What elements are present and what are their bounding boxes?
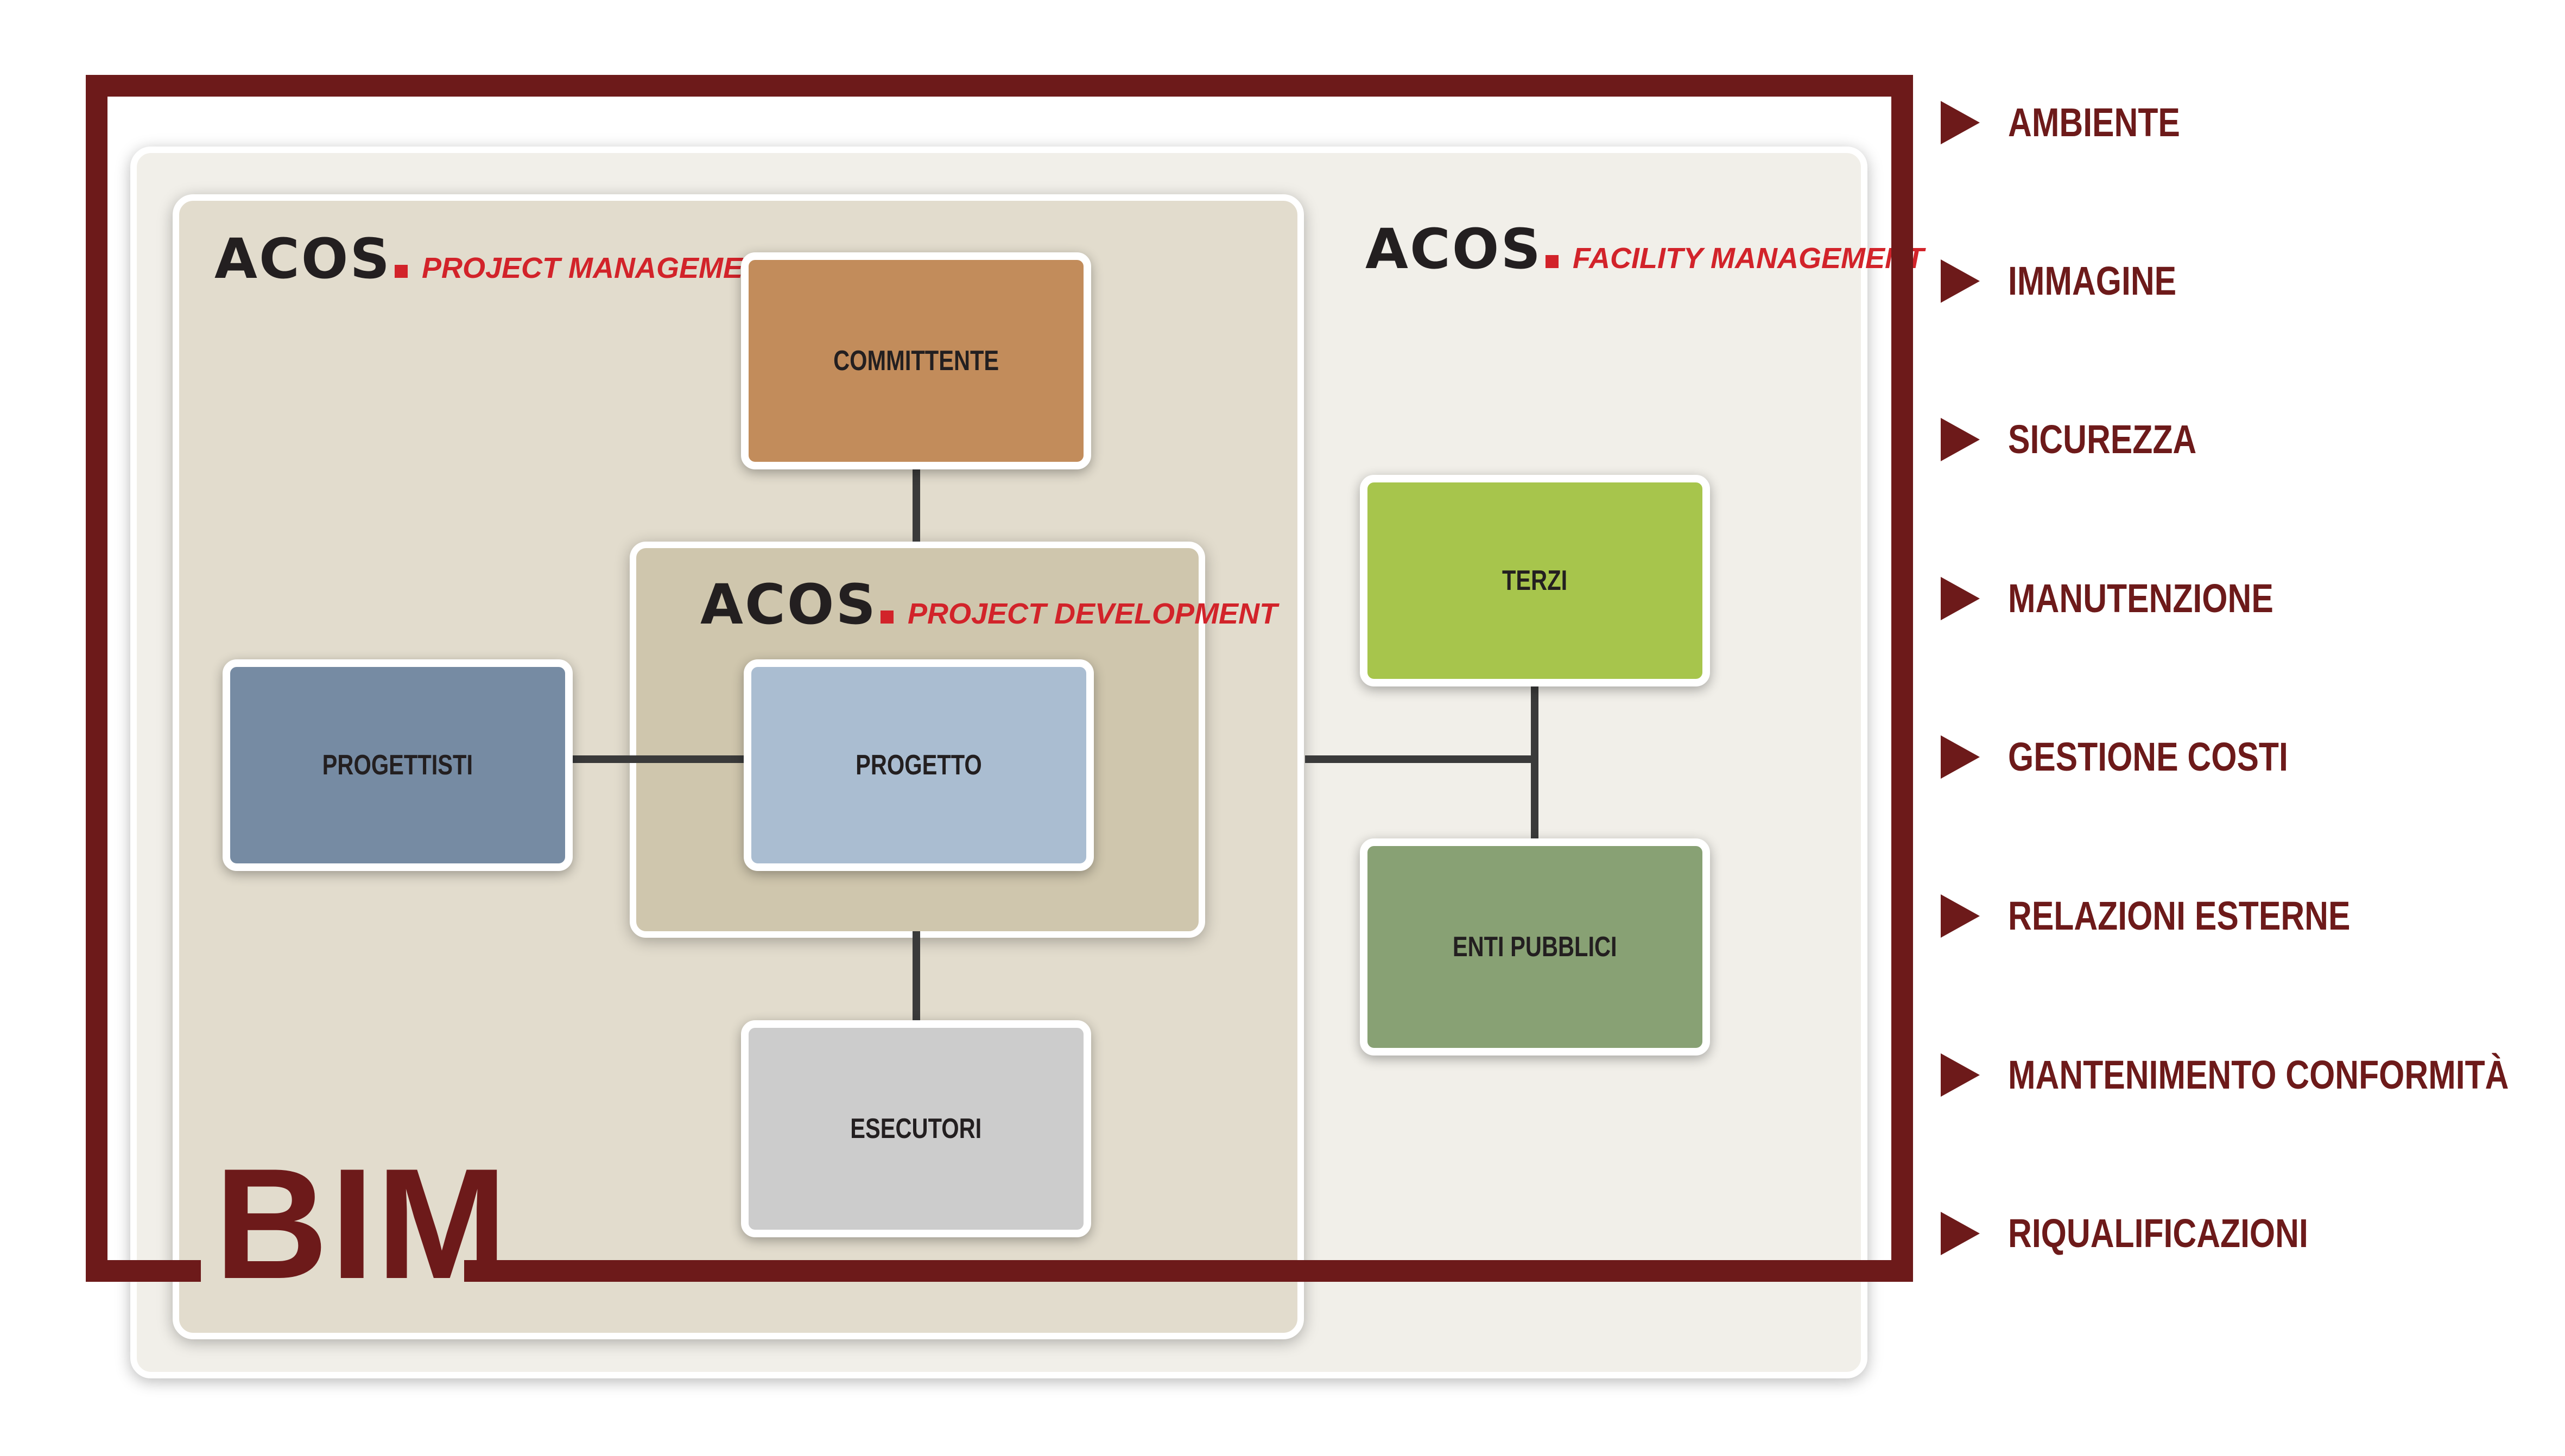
bim-label: BIM <box>214 1136 510 1312</box>
bim-frame-bottom-right <box>464 1260 1913 1282</box>
triangle-arrow-icon <box>1941 894 1980 938</box>
benefit-label: RELAZIONI ESTERNE <box>2008 893 2351 938</box>
facility-management-subtitle: FACILITY MANAGEMENT <box>1572 242 1924 275</box>
connector-progettisti <box>569 755 750 763</box>
triangle-arrow-icon <box>1941 417 1980 461</box>
acos-dot <box>1545 255 1559 268</box>
acos-brand: ACOS <box>700 573 877 637</box>
benefit-item-sicurezza: SICUREZZA <box>1941 416 2238 462</box>
benefit-label: IMMAGINE <box>2008 258 2177 303</box>
benefit-item-mantenimento-conformita: MANTENIMENTO CONFORMITÀ <box>1941 1052 2565 1098</box>
benefit-label: MANUTENZIONE <box>2008 576 2273 621</box>
benefit-item-riqualificazioni: RIQUALIFICAZIONI <box>1941 1210 2374 1256</box>
benefit-label: GESTIONE COSTI <box>2008 734 2288 779</box>
terzi-node: TERZI <box>1360 475 1710 686</box>
benefit-item-relazioni-esterne: RELAZIONI ESTERNE <box>1941 893 2425 939</box>
progetto-node: PROGETTO <box>744 659 1094 871</box>
committente-label: COMMITTENTE <box>833 345 999 377</box>
progetto-label: PROGETTO <box>856 749 982 781</box>
benefit-item-ambiente: AMBIENTE <box>1941 99 2218 145</box>
enti-pubblici-node: ENTI PUBBLICI <box>1360 838 1710 1056</box>
benefit-item-immagine: IMMAGINE <box>1941 258 2213 304</box>
acos-project-development-logo: ACOS PROJECT DEVELOPMENT <box>700 573 1277 637</box>
acos-brand: ACOS <box>1365 217 1542 282</box>
triangle-arrow-icon <box>1941 735 1980 779</box>
triangle-arrow-icon <box>1941 1053 1980 1097</box>
benefit-item-manutenzione: MANUTENZIONE <box>1941 575 2332 621</box>
triangle-arrow-icon <box>1941 576 1980 620</box>
esecutori-node: ESECUTORI <box>741 1020 1091 1237</box>
connector-esecutori <box>913 931 920 1029</box>
terzi-label: TERZI <box>1502 565 1568 596</box>
enti-pubblici-label: ENTI PUBBLICI <box>1453 931 1617 963</box>
benefit-label: RIQUALIFICAZIONI <box>2008 1211 2308 1256</box>
benefit-label: MANTENIMENTO CONFORMITÀ <box>2008 1052 2509 1097</box>
acos-dot <box>880 611 894 624</box>
triangle-arrow-icon <box>1941 100 1980 144</box>
acos-project-management-logo: ACOS PROJECT MANAGEMENT <box>214 227 782 291</box>
benefit-item-gestione-costi: GESTIONE COSTI <box>1941 734 2349 780</box>
acos-brand: ACOS <box>214 227 391 291</box>
benefit-label: SICUREZZA <box>2008 417 2197 462</box>
acos-facility-management-logo: ACOS FACILITY MANAGEMENT <box>1365 217 1924 282</box>
acos-dot <box>394 265 408 278</box>
bim-frame-right <box>1891 75 1913 1282</box>
triangle-arrow-icon <box>1941 1211 1980 1255</box>
project-management-subtitle: PROJECT MANAGEMENT <box>421 252 782 284</box>
connector-facility-vertical <box>1531 683 1538 842</box>
benefit-label: AMBIENTE <box>2008 100 2180 145</box>
bim-frame-left <box>86 75 107 1282</box>
progettisti-node: PROGETTISTI <box>223 659 573 871</box>
triangle-arrow-icon <box>1941 259 1980 303</box>
bim-frame-bottom-left <box>86 1260 201 1282</box>
connector-facility-horizontal <box>1305 755 1538 763</box>
progettisti-label: PROGETTISTI <box>322 749 473 781</box>
committente-node: COMMITTENTE <box>741 252 1091 469</box>
project-development-subtitle: PROJECT DEVELOPMENT <box>907 597 1278 630</box>
connector-committente <box>913 468 920 542</box>
bim-frame-top <box>86 75 1913 97</box>
esecutori-label: ESECUTORI <box>850 1113 982 1145</box>
